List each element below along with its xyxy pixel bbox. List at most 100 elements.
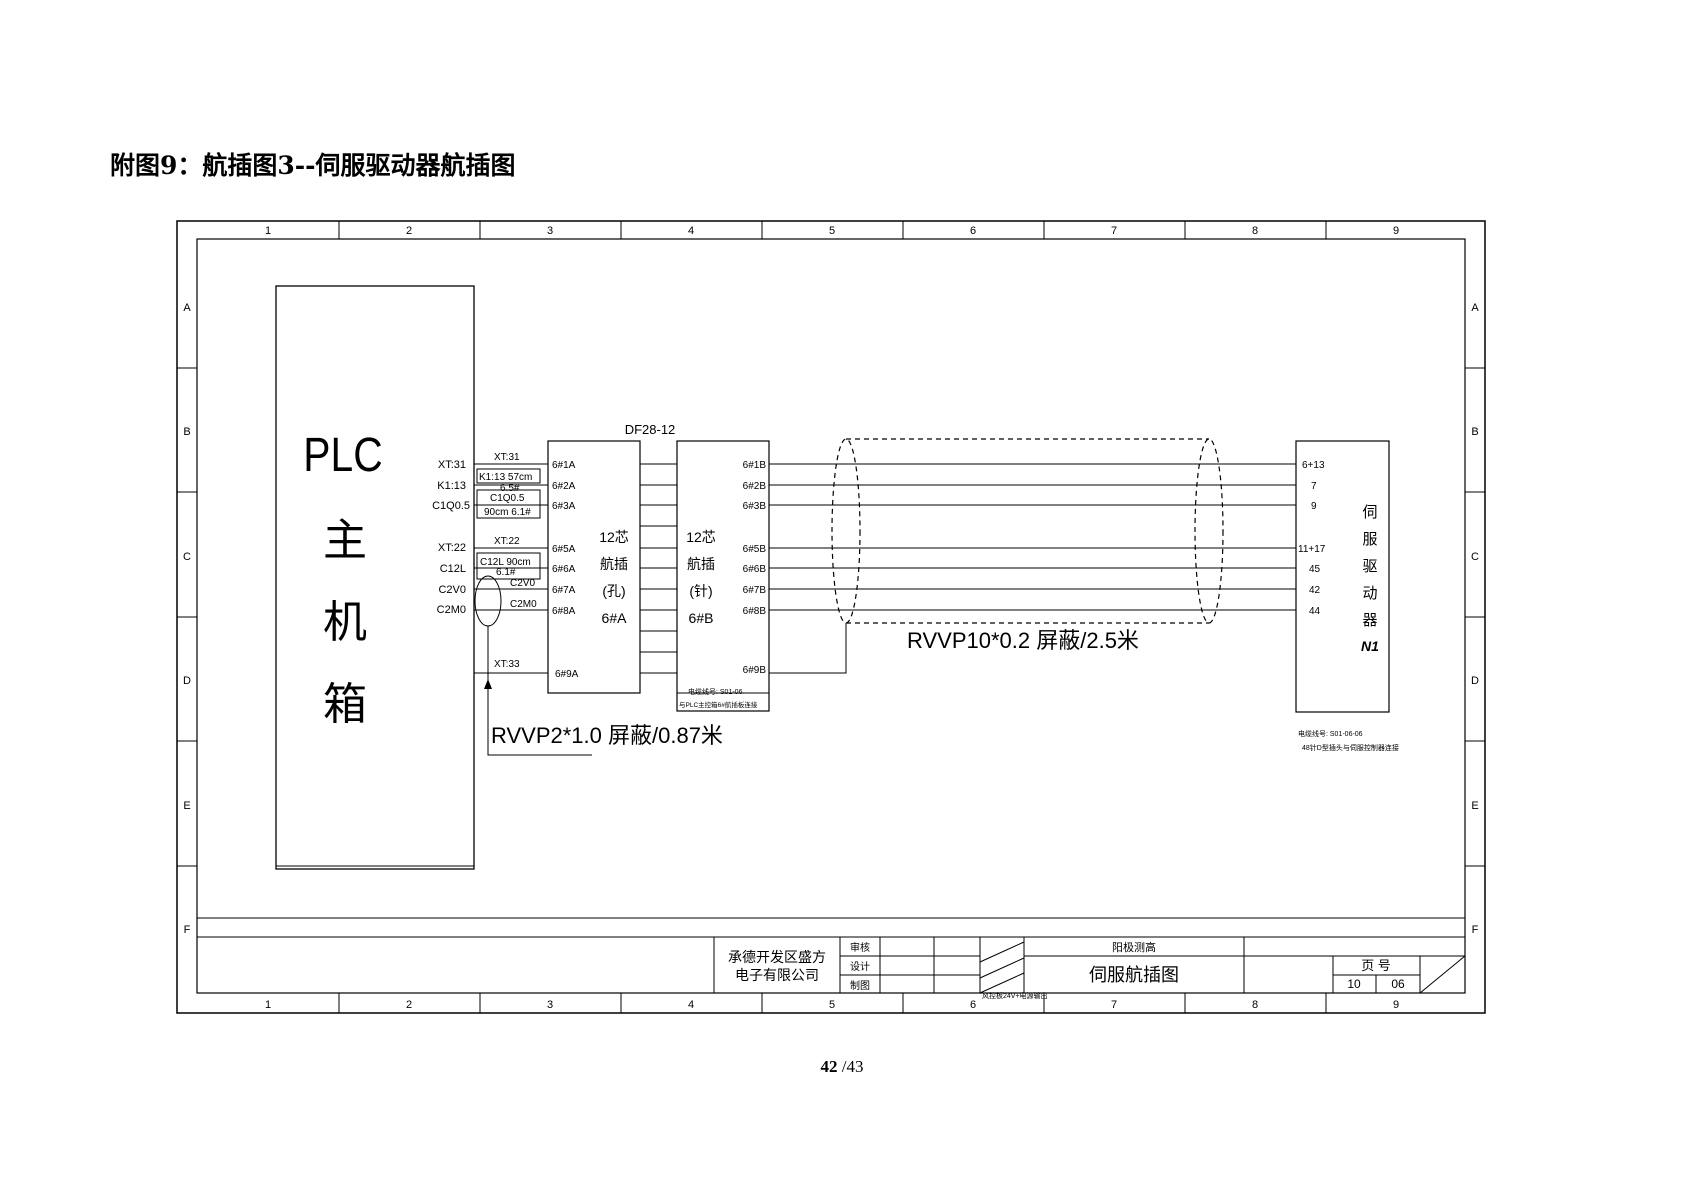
servo-char: 动	[1362, 585, 1377, 602]
col-label-bottom: 3	[547, 999, 553, 1011]
socket-pin: 6#8A	[552, 606, 576, 617]
servo-pin: 6+13	[1302, 460, 1325, 471]
servo-pin: 45	[1309, 564, 1321, 575]
page-label: 页 号	[1361, 958, 1391, 973]
col-label-bottom: 2	[406, 999, 412, 1011]
plug-text: 6#B	[689, 610, 714, 626]
col-label-top: 4	[688, 225, 694, 237]
servo-char: 服	[1362, 531, 1377, 548]
plc-terminal-label: C12L	[440, 563, 466, 575]
socket-text: 12芯	[599, 529, 629, 545]
plug-pin: 6#6B	[743, 564, 767, 575]
servo-pin: 44	[1309, 606, 1321, 617]
plc-label: PLC	[303, 429, 382, 482]
socket-pin: 6#7A	[552, 585, 576, 596]
socket-pin: 6#3A	[552, 501, 576, 512]
col-label-bottom: 8	[1252, 999, 1258, 1011]
plug-pin: 6#9B	[743, 665, 767, 676]
socket-plug-links	[640, 463, 677, 674]
page-number: 42 /43	[0, 1057, 1684, 1077]
servo-char: 器	[1362, 612, 1377, 629]
inner-frame	[196, 238, 1466, 994]
cable-wires	[769, 463, 1296, 674]
row-label-left: B	[183, 426, 190, 438]
plc-char: 箱	[323, 680, 367, 729]
servo-pin: 42	[1309, 585, 1321, 596]
row-label-right: A	[1471, 302, 1479, 314]
wire-label: XT:31	[494, 452, 520, 463]
servo-box	[1295, 440, 1390, 713]
plc-to-socket-wires	[474, 463, 592, 756]
wire-label: XT:22	[494, 536, 520, 547]
cable1-label: RVVP2*1.0 屏蔽/0.87米	[491, 723, 723, 748]
socket-pin: 6#1A	[552, 460, 576, 471]
row-label-left: A	[183, 302, 191, 314]
plug-pin: 6#3B	[743, 501, 767, 512]
company-name-line2: 电子有限公司	[735, 967, 819, 983]
row-label-left: D	[183, 675, 191, 687]
servo-pin: 9	[1311, 501, 1317, 512]
plug-box	[676, 440, 770, 712]
page-title: 附图9：航插图3--伺服驱动器航插图	[110, 151, 516, 180]
wire-label: XT:33	[494, 659, 520, 670]
row-label-left: C	[183, 551, 191, 563]
page-current: 42	[820, 1057, 838, 1076]
connector-name: DF28-12	[625, 422, 676, 437]
company-name-line1: 承德开发区盛方	[728, 949, 826, 965]
outer-frame	[176, 220, 1486, 1014]
col-label-top: 3	[547, 225, 553, 237]
title-block	[197, 917, 1466, 994]
col-label-top: 9	[1393, 225, 1399, 237]
row-label-right: F	[1472, 924, 1479, 936]
socket-text: (孔)	[602, 583, 625, 599]
row-label-left: E	[183, 800, 190, 812]
wire-label: 90cm 6.1#	[484, 507, 531, 518]
titleblock-note: 风控板24V+电源输出	[982, 991, 1048, 1000]
col-label-bottom: 6	[970, 999, 976, 1011]
row-label-right: E	[1471, 800, 1478, 812]
cable-shield	[831, 438, 1224, 624]
project-name: 阳极测高	[1112, 940, 1156, 954]
plug-text: (针)	[689, 583, 712, 599]
wire-label: C2V0	[510, 578, 535, 589]
socket-pin: 6#2A	[552, 481, 576, 492]
row-label-left: F	[184, 924, 191, 936]
col-label-top: 8	[1252, 225, 1258, 237]
plc-terminal-label: C1Q0.5	[432, 500, 470, 512]
plc-terminal-label: XT:31	[438, 459, 466, 471]
col-label-bottom: 4	[688, 999, 694, 1011]
plc-terminal-label: K1:13	[437, 480, 466, 492]
plug-pin: 6#2B	[743, 481, 767, 492]
role-design: 设计	[850, 960, 870, 973]
servo-cable-note: 电缆线号: S01-06-06	[1298, 729, 1363, 738]
servo-pin: 11+17	[1298, 544, 1326, 555]
wire-label: K1:13 57cm	[479, 472, 532, 483]
row-label-right: B	[1471, 426, 1478, 438]
plug-text: 12芯	[686, 529, 716, 545]
plc-terminal-label: C2V0	[438, 584, 466, 596]
wire-label: 6.5#	[500, 483, 520, 494]
column-dividers	[338, 221, 1327, 1013]
row-label-right: D	[1471, 675, 1479, 687]
role-draw: 制图	[850, 979, 870, 992]
wire-label: C2M0	[510, 599, 537, 610]
col-label-bottom: 1	[265, 999, 271, 1011]
col-label-bottom: 5	[829, 999, 835, 1011]
arrow-head	[484, 679, 492, 689]
col-label-top: 6	[970, 225, 976, 237]
socket-pin: 6#6A	[552, 564, 576, 575]
col-label-bottom: 7	[1111, 999, 1117, 1011]
row-dividers	[177, 367, 1485, 867]
role-review: 审核	[850, 941, 870, 954]
plug-cable-note: 电缆线号: S01-06	[688, 687, 743, 696]
plc-terminal-label: C2M0	[437, 604, 466, 616]
page-total: /43	[841, 1057, 864, 1076]
plug-pin: 6#7B	[743, 585, 767, 596]
servo-char: 伺	[1362, 504, 1377, 521]
plug-pin: 6#5B	[743, 544, 767, 555]
plug-text: 航插	[687, 556, 715, 572]
plug-pin: 6#1B	[743, 460, 767, 471]
plc-char: 机	[323, 598, 367, 647]
socket-text: 6#A	[602, 610, 628, 626]
